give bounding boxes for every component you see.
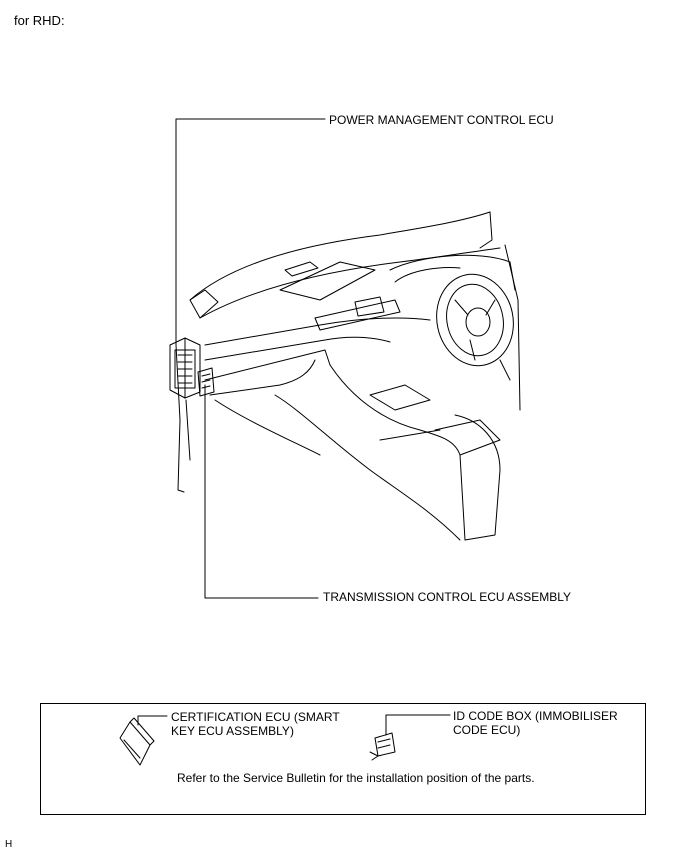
dashboard-top-outline: [189, 211, 491, 301]
footer-code: H: [5, 839, 13, 850]
page-title: for RHD:: [14, 13, 65, 28]
label-transmission-control-ecu-assembly: TRANSMISSION CONTROL ECU ASSEMBLY: [323, 590, 572, 604]
leader-line-certification: [137, 715, 168, 726]
leader-line-id-code: [385, 714, 451, 736]
service-bulletin-note: Refer to the Service Bulletin for the in…: [177, 771, 535, 785]
leader-line-power-mgmt: [175, 118, 326, 346]
note-box: [40, 703, 646, 815]
power-mgmt-ecu-drawing: [169, 337, 201, 399]
certification-ecu-drawing: [119, 717, 155, 766]
steering-wheel: [436, 273, 514, 367]
transmission-ecu-drawing: [197, 367, 215, 397]
center-console-outline: [314, 299, 401, 331]
label-certification-ecu: CERTIFICATION ECU (SMART KEY ECU ASSEMBL…: [171, 710, 340, 738]
leader-line-transmission: [204, 384, 319, 599]
label-power-management-control-ecu: POWER MANAGEMENT CONTROL ECU: [329, 113, 554, 127]
label-id-code-box: ID CODE BOX (IMMOBILISER CODE ECU): [453, 709, 618, 737]
